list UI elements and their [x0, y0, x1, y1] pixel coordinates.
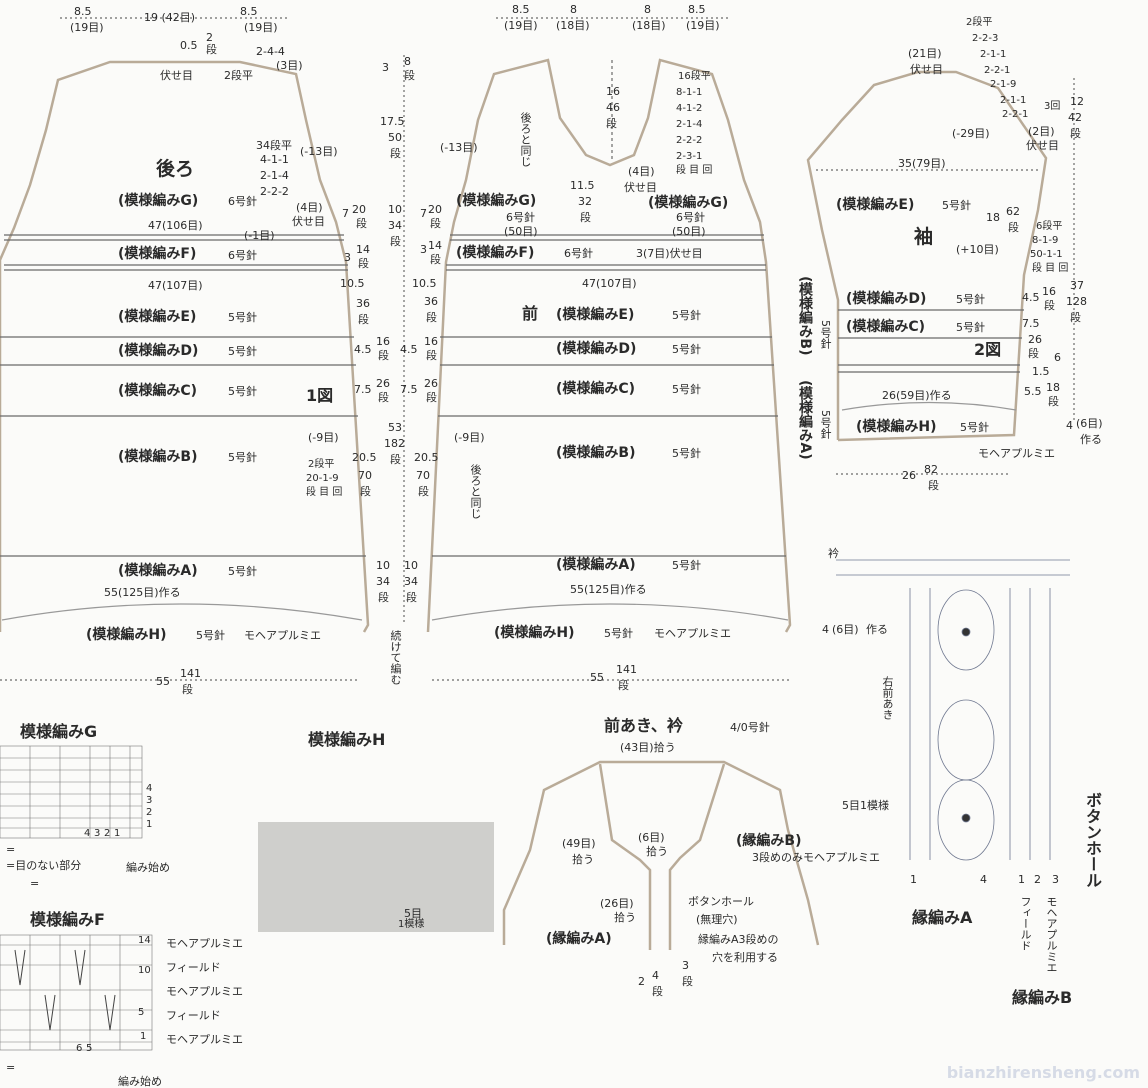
pattern-h-photo	[258, 822, 494, 932]
back-pattern-h: (模様編みH)	[86, 627, 167, 643]
edging-a-title: 縁編みA	[912, 908, 973, 927]
sleeve-outline	[806, 70, 1048, 442]
front-left-pattern-g: (模様編みG)	[456, 193, 537, 209]
back-title: 後ろ	[156, 158, 195, 180]
front-pattern-a: (模様編みA)	[556, 557, 636, 573]
chart-g-grid	[0, 745, 143, 839]
sleeve-pattern-c: (模様編みC)	[846, 319, 926, 335]
chart-f-title: 模様編みF	[30, 910, 105, 929]
chart-f-grid	[0, 934, 153, 1051]
chart-g-title: 模様編みG	[20, 722, 98, 741]
back-pattern-c: (模様編みC)	[118, 383, 198, 399]
front-pattern-b: (模様編みB)	[556, 445, 636, 461]
sleeve-pattern-h: (模様編みH)	[856, 419, 937, 435]
front-pattern-f: (模様編みF)	[456, 245, 535, 261]
neck-detail-title: 前あき、衿	[604, 716, 683, 735]
front-pattern-e: (模様編みE)	[556, 307, 635, 323]
watermark: bianzhirensheng.com	[946, 1063, 1140, 1082]
back-pattern-f: (模様編みF)	[118, 246, 197, 262]
front-pattern-h: (模様編みH)	[494, 625, 575, 641]
back-outline	[0, 60, 370, 633]
chart-h-title: 模様編みH	[308, 730, 386, 749]
front-pattern-d: (模様編みD)	[556, 341, 637, 357]
edging-chart-grid	[836, 559, 1070, 861]
neck-detail-outline	[502, 760, 820, 946]
back-pattern-d: (模様編みD)	[118, 343, 199, 359]
back-pattern-g: (模様編みG)	[118, 193, 199, 209]
edging-b-title: 縁編みB	[1012, 988, 1073, 1007]
sleeve-title: 袖	[914, 226, 934, 248]
front-title: 前	[522, 304, 539, 323]
sleeve-pattern-d: (模様編みD)	[846, 291, 927, 307]
back-pattern-a: (模様編みA)	[118, 563, 198, 579]
sleeve-pattern-e: (模様編みE)	[836, 197, 915, 213]
back-pattern-e: (模様編みE)	[118, 309, 197, 325]
front-right-pattern-g: (模様編みG)	[648, 195, 729, 211]
front-outline	[426, 58, 792, 633]
back-pattern-b: (模様編みB)	[118, 449, 198, 465]
front-pattern-c: (模様編みC)	[556, 381, 636, 397]
continue-knitting: 続けて編む	[389, 630, 402, 685]
